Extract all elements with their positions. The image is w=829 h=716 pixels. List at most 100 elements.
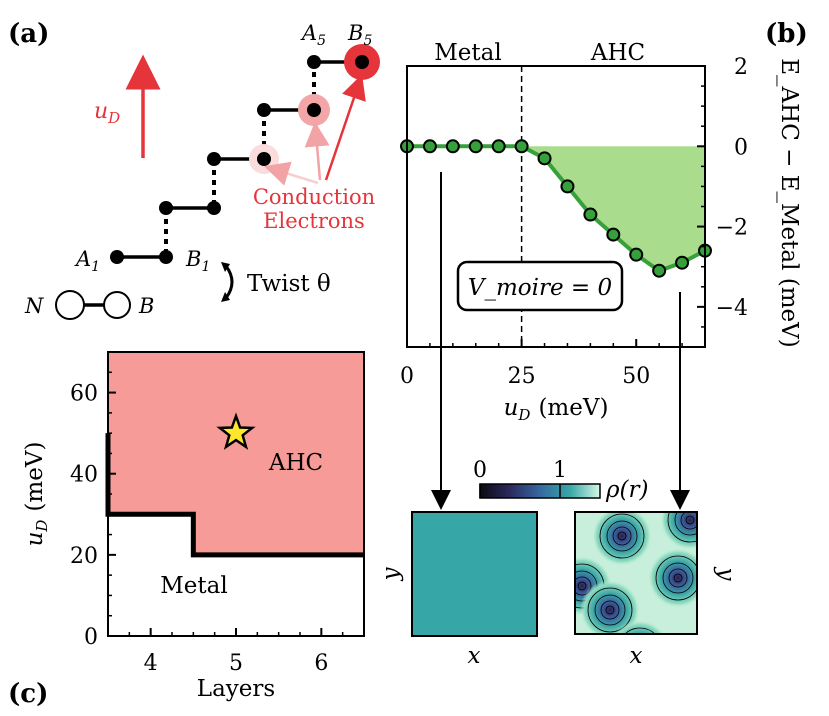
node-label-a5: A5 (300, 21, 326, 49)
chart-c-xtick-label-2: 6 (314, 651, 328, 676)
map-uniform-ylabel: y (378, 567, 404, 582)
legend-node-n (55, 290, 85, 320)
colorbar (479, 483, 601, 499)
density-contour (674, 512, 697, 536)
density-contour (667, 512, 697, 543)
density-contour (680, 512, 697, 530)
chart-c-xlabel: Layers (197, 676, 275, 702)
conduction-arrow-2 (304, 121, 330, 181)
energy-point-1 (422, 139, 437, 154)
density-maps: 0 1 ρ(r) x y x y (378, 172, 739, 669)
density-contour (594, 594, 626, 626)
schematic-panel-a: uD (24, 21, 380, 320)
energy-point-10 (629, 247, 644, 262)
density-contour (673, 573, 683, 583)
energy-point-4 (491, 139, 506, 154)
conduction-arrow-3 (324, 74, 366, 181)
energy-point-3 (468, 139, 483, 154)
chart-b-xtick-label-0: 0 (400, 364, 414, 389)
lattice-nodes (110, 55, 369, 264)
chart-b-ytick-label-1: 0 (734, 135, 748, 160)
node-label-b1: B1 (185, 247, 210, 275)
density-contour (655, 555, 697, 601)
density-contour (624, 627, 656, 634)
map-modulated-xlabel: x (630, 643, 643, 669)
chart-c-ytick-label-0: 0 (84, 625, 98, 650)
region-label-metal-c: Metal (160, 573, 227, 599)
ahc-phase-region (108, 352, 364, 555)
panel-label-b: (b) (765, 19, 808, 49)
map-modulated-ylabel: y (713, 567, 739, 582)
density-peak-5 (614, 620, 666, 634)
panel-label-a: (a) (8, 19, 49, 49)
chart-b-xtick-label-2: 50 (622, 364, 650, 389)
chart-c-xtick-label-0: 4 (144, 651, 158, 676)
density-contour (575, 576, 592, 596)
density-contour (668, 568, 688, 588)
chart-c-xtick-label-1: 5 (229, 651, 243, 676)
density-contour (617, 531, 627, 541)
density-contour (612, 526, 632, 546)
panel-label-c: (c) (8, 679, 48, 709)
density-contour (599, 513, 645, 559)
density-contour (605, 605, 615, 615)
density-contour (662, 562, 694, 594)
chart-c-ytick-label-1: 20 (70, 544, 98, 569)
conduction-arrow-1 (264, 161, 319, 186)
density-map-modulated (575, 512, 697, 634)
energy-point-9 (606, 227, 621, 242)
density-map-uniform (411, 511, 538, 637)
chart-c-ylabel: uD(meV) (22, 442, 51, 547)
region-label-ahc-c: AHC (268, 450, 323, 476)
interlayer-bonds (164, 64, 316, 254)
energy-point-12 (675, 255, 690, 270)
density-contour (606, 520, 638, 552)
node-label-b5: B5 (347, 21, 372, 49)
region-label-metal-b: Metal (434, 40, 501, 66)
energy-series-points (400, 139, 712, 278)
region-label-ahc-b: AHC (590, 40, 645, 66)
energy-point-7 (560, 179, 575, 194)
chart-b-ytick-label-0: 2 (734, 55, 748, 80)
legend-b-label: B (138, 294, 154, 318)
colorbar-tick-0: 0 (473, 458, 487, 483)
vmoire-inset-box (456, 260, 624, 312)
energy-point-11 (652, 263, 667, 278)
map-uniform-xlabel: x (468, 643, 481, 669)
legend-node-b (103, 291, 131, 319)
density-contour (600, 600, 620, 620)
density-peak-3 (648, 548, 697, 608)
energy-point-2 (445, 139, 460, 154)
energy-point-8 (583, 207, 598, 222)
chart-b-ytick-label-2: −2 (716, 216, 748, 241)
density-contour (685, 515, 695, 525)
legend-n-label: N (24, 294, 44, 318)
node-label-a1: A1 (74, 247, 100, 275)
density-peak-1 (660, 512, 697, 550)
conduction-label-line1: Conduction (253, 185, 375, 209)
ahc-energy-fill (521, 146, 705, 271)
density-map-modulated-frame (574, 511, 698, 635)
chart-panel-b: 0 25 50 2 0 −2 −4 Metal AHC uD(meV) E_AHC − E_… (400, 40, 802, 424)
energy-point-5 (514, 139, 529, 154)
star-icon (216, 412, 256, 450)
colorbar-label: ρ(r) (605, 477, 648, 503)
colorbar-tick-1: 1 (553, 458, 567, 483)
twist-arrow-icon (224, 265, 234, 299)
chart-b-xtick-label-1: 25 (508, 364, 536, 389)
density-contour (587, 587, 633, 633)
chart-b-ytick-label-3: −4 (716, 296, 748, 321)
twist-label: Twist θ (247, 271, 331, 297)
chart-b-ylabel: E_AHC − E_Metal (meV) (776, 58, 802, 348)
twist-arrowheads-icon (221, 262, 230, 302)
chart-c-ytick-label-3: 60 (70, 382, 98, 407)
density-contour (577, 581, 587, 591)
vmoire-inset-label: V_moire = 0 (468, 275, 612, 301)
energy-point-6 (537, 151, 552, 166)
chart-b-xlabel: uD(meV) (504, 395, 609, 424)
conduction-label-line2: Electrons (263, 209, 365, 233)
field-label: uD (94, 99, 120, 127)
